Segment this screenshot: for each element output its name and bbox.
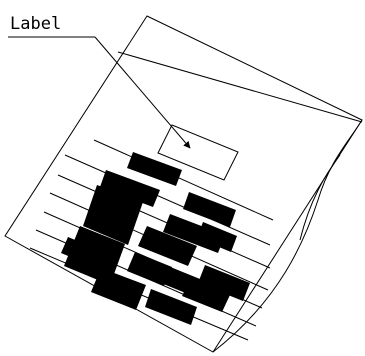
component-blocks — [61, 152, 250, 325]
curled-corner-inner — [299, 154, 341, 241]
package-fold-line — [117, 51, 363, 123]
label-area — [157, 124, 239, 181]
package-outline — [4, 15, 363, 353]
curled-corner-edge — [212, 119, 363, 353]
callout-leader-arrow — [94, 36, 191, 149]
callout-label-text: Label — [10, 14, 61, 34]
